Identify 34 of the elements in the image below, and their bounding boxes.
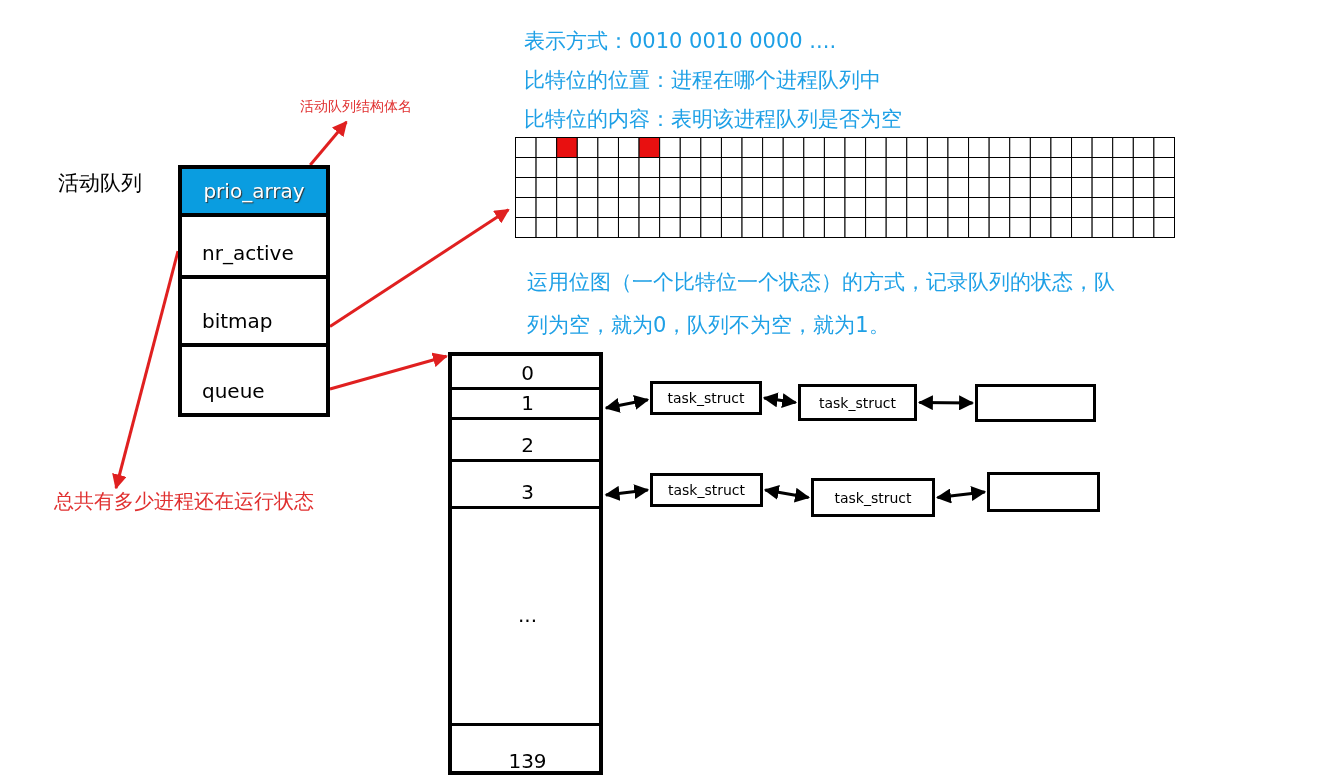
- arrow: [309, 120, 348, 166]
- array-slot: 2: [452, 420, 603, 462]
- arrow: [329, 352, 448, 391]
- bitmap-note: 比特位的内容：表明该进程队列是否为空: [524, 106, 903, 133]
- struct-field: nr_active: [178, 217, 330, 279]
- arrow: [763, 484, 810, 503]
- annotation-text: 活动队列结构体名: [300, 98, 445, 122]
- arrow: [917, 395, 975, 411]
- bitmap-note: 运用位图（一个比特位一个状态）的方式，记录队列的状态，队列为空，就为0，队列不为空，就为1。: [527, 269, 1116, 339]
- arrow: [604, 484, 650, 501]
- array-slot: 3: [452, 462, 603, 509]
- struct-field: bitmap: [178, 279, 330, 347]
- queue-array: [448, 352, 603, 775]
- bitmap-note: 表示方式：0010 0010 0000 ....: [524, 28, 838, 55]
- arrow: [329, 208, 510, 328]
- empty-node-box: [987, 472, 1100, 512]
- bitmap-note: 比特位的位置：进程在哪个进程队列中: [524, 67, 882, 94]
- arrow: [112, 250, 180, 490]
- empty-node-box: [975, 384, 1096, 422]
- arrow: [604, 395, 650, 413]
- task-struct-box: task_struct: [650, 381, 762, 415]
- array-slot: 139: [452, 726, 603, 775]
- array-slot: 0: [452, 356, 603, 390]
- struct-field: queue: [178, 347, 330, 417]
- array-slot: 1: [452, 390, 603, 420]
- array-slot: ...: [452, 509, 603, 726]
- struct-heading: 活动队列: [58, 170, 142, 197]
- arrow: [936, 486, 987, 504]
- task-struct-box: task_struct: [811, 478, 935, 517]
- arrow: [762, 392, 798, 408]
- task-struct-box: task_struct: [798, 384, 917, 421]
- annotation-text: 总共有多少进程还在运行状态: [54, 488, 364, 518]
- struct-field: prio_array: [178, 165, 330, 217]
- task-struct-box: task_struct: [650, 473, 763, 507]
